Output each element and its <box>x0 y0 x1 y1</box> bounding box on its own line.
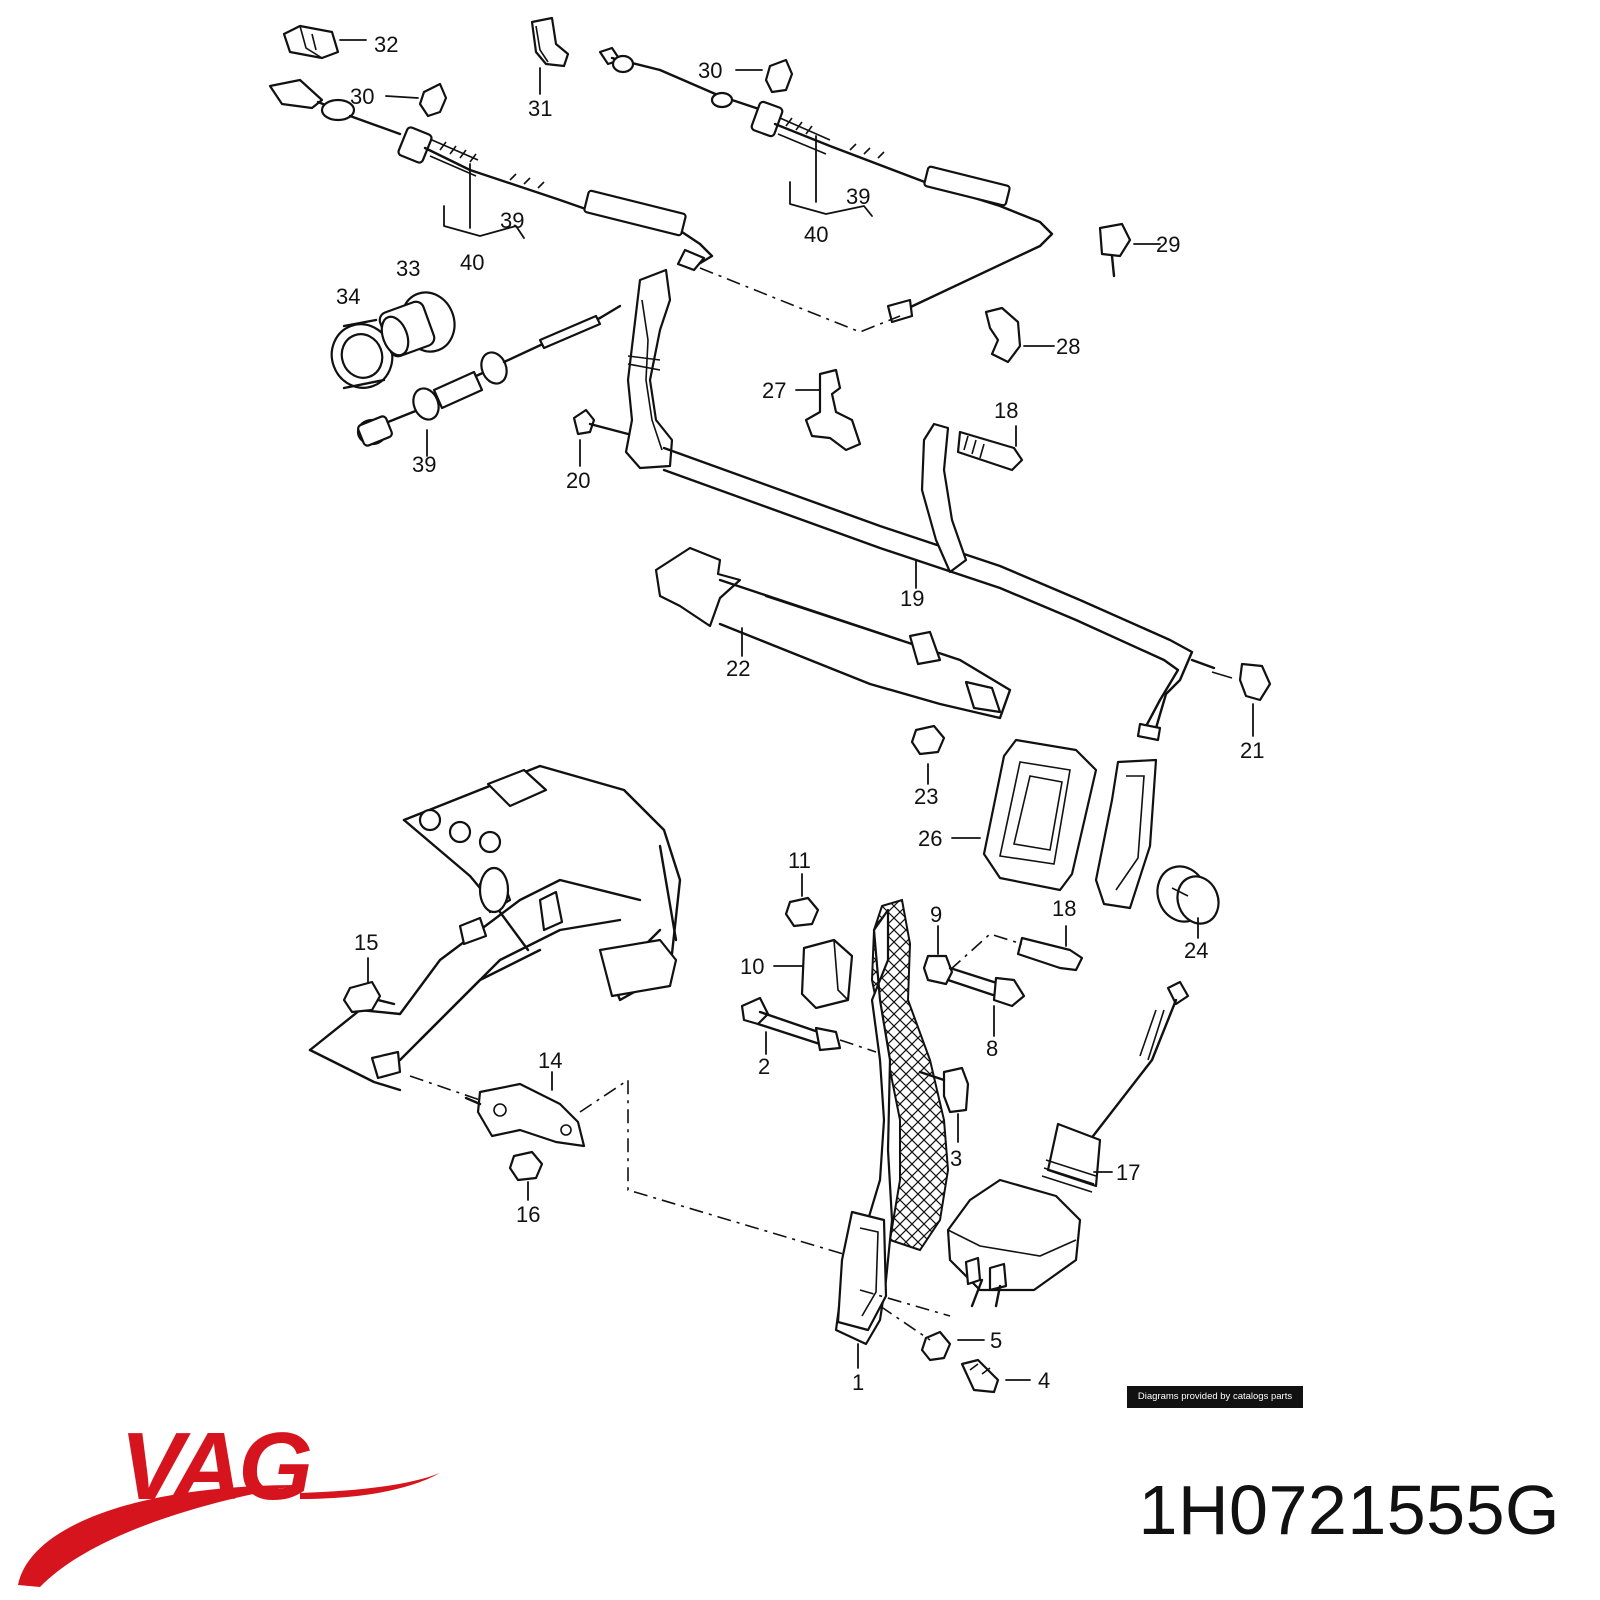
callout-32: 32 <box>374 32 398 57</box>
callout-23: 23 <box>914 784 938 809</box>
part-number: 1H0721555G <box>1138 1471 1560 1549</box>
selector-rod-19 <box>662 422 1216 742</box>
callout-11: 11 <box>788 848 811 873</box>
callout-28: 28 <box>1056 334 1080 359</box>
logo-swoosh-tail <box>300 1473 440 1499</box>
callout-3: 3 <box>950 1146 962 1171</box>
callout-15: 15 <box>354 930 378 955</box>
clip-30-left <box>418 82 448 118</box>
logo-swoosh <box>18 1485 300 1587</box>
callout-5: 5 <box>990 1328 1002 1353</box>
switch-10 <box>800 938 854 1010</box>
callout-14: 14 <box>538 1048 562 1073</box>
nut-11 <box>784 896 820 928</box>
callout-24: 24 <box>1184 938 1208 963</box>
callout-27: 27 <box>762 378 786 403</box>
nut-16 <box>508 1150 544 1182</box>
callout-4: 4 <box>1038 1368 1050 1393</box>
bracket-14 <box>464 1082 586 1148</box>
shift-cable-right <box>598 46 1054 333</box>
nut-15 <box>342 980 396 1014</box>
callout-33: 33 <box>396 256 420 281</box>
guide-rail-22 <box>654 546 1012 720</box>
callout-30-left: 30 <box>350 84 374 109</box>
callout-19: 19 <box>900 586 924 611</box>
callout-34: 34 <box>336 284 360 309</box>
callout-17: 17 <box>1116 1160 1140 1185</box>
accelerator-pedal <box>1094 758 1158 910</box>
callout-40-left: 40 <box>460 250 484 275</box>
callout-10: 10 <box>740 954 764 979</box>
selector-lever <box>624 268 674 470</box>
callout-40-right: 40 <box>804 222 828 247</box>
callout-26: 26 <box>918 826 942 851</box>
clip-21 <box>1211 662 1272 702</box>
callout-29: 29 <box>1156 232 1180 257</box>
logo-text: VAG <box>120 1415 310 1520</box>
bolt-20 <box>572 408 630 436</box>
callout-18-upper: 18 <box>994 398 1018 423</box>
callout-39-lower: 39 <box>412 452 436 477</box>
callout-20: 20 <box>566 468 590 493</box>
grommet-33 <box>378 291 456 358</box>
shift-cable-left <box>268 78 714 272</box>
callout-8: 8 <box>986 1036 998 1061</box>
holder-27 <box>804 368 862 452</box>
callout-1: 1 <box>852 1370 864 1395</box>
nut-23 <box>910 724 946 756</box>
body-panel <box>308 764 682 1092</box>
vag-logo: VAG <box>18 1415 440 1587</box>
bushing-9 <box>922 954 954 986</box>
callout-labels: 32 31 30 30 39 40 39 40 29 33 34 28 27 1… <box>336 32 1264 1395</box>
clip-32 <box>282 24 340 60</box>
callout-9: 9 <box>930 902 942 927</box>
callout-22: 22 <box>726 656 750 681</box>
fastener-29 <box>1098 222 1132 278</box>
bushing-24 <box>1156 865 1220 925</box>
bolt-18-lower <box>949 933 1084 972</box>
callout-39-upper-right: 39 <box>846 184 870 209</box>
callout-2: 2 <box>758 1054 770 1079</box>
callout-39-upper-left: 39 <box>500 208 524 233</box>
clip-28 <box>984 306 1022 364</box>
callout-31: 31 <box>528 96 552 121</box>
callout-16: 16 <box>516 1202 540 1227</box>
pedal-pad-26 <box>982 738 1098 892</box>
callout-21: 21 <box>1240 738 1264 763</box>
servo-17 <box>859 980 1190 1317</box>
bolt-4 <box>960 1358 1000 1394</box>
clutch-pedal-1 <box>834 898 950 1346</box>
clip-31 <box>530 16 570 68</box>
leader-lines <box>339 39 1254 1381</box>
bushing-34 <box>330 318 394 390</box>
callout-18-lower: 18 <box>1052 896 1076 921</box>
callout-30-right: 30 <box>698 58 722 83</box>
bolt-2 <box>740 996 877 1053</box>
clip-30-right <box>764 58 794 94</box>
diagram-credit-badge: Diagrams provided by catalogs parts <box>1127 1386 1303 1408</box>
bolt-18-upper <box>956 430 1024 472</box>
bolt-8 <box>946 966 1026 1008</box>
cable-39 <box>356 304 622 447</box>
clip-3 <box>918 1066 970 1114</box>
nut-5 <box>879 1305 952 1362</box>
